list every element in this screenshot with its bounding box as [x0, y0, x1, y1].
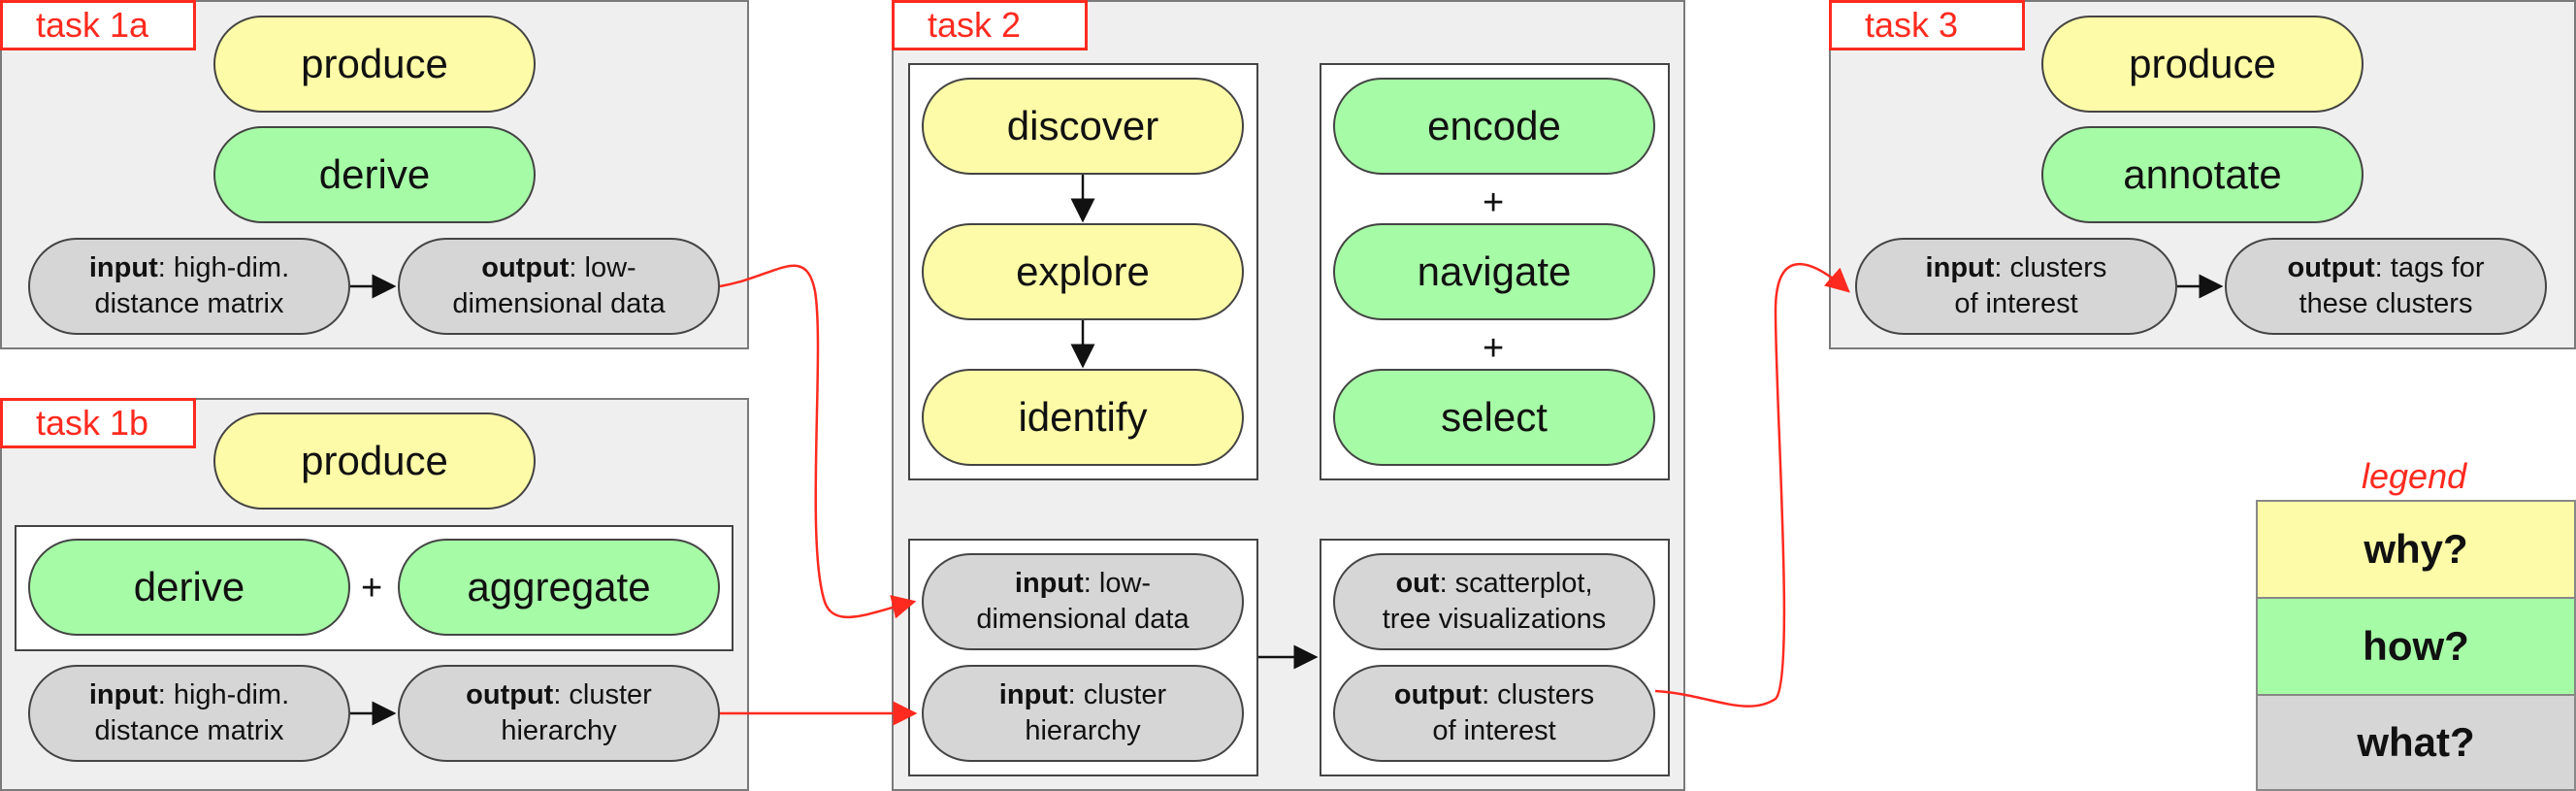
legend-title: legend [2362, 456, 2467, 496]
task-2-out-line2: tree visualizations [1382, 604, 1607, 635]
task-2-input-hierarchy: input: cluster hierarchy [922, 665, 1244, 762]
task-2-label: task 2 [892, 0, 1088, 50]
task-2-out-text: : scatterplot, [1439, 567, 1593, 599]
task-1b-label: task 1b [0, 398, 196, 448]
task-2-input-lowdim: input: low-dimensional data [922, 553, 1244, 650]
task-2-output-key: output [1393, 678, 1483, 710]
task-1a-derive: derive [213, 126, 536, 223]
task-2-explore: explore [922, 223, 1244, 320]
task-1b-output-text: : cluster [553, 678, 652, 710]
task-2-out-visualizations: out: scatterplot, tree visualizations [1333, 553, 1655, 650]
task-1a-to-task-2-arrow [719, 264, 917, 619]
task-1a-input-text: : high-dim. [157, 251, 290, 283]
task-1b-output-line2: hierarchy [501, 715, 617, 746]
task-3-output: output: tags for these clusters [2225, 238, 2547, 335]
task-1a-output-key: output [481, 251, 570, 283]
task-2-output-clusters: output: clusters of interest [1333, 665, 1655, 762]
task-1a-input: input: high-dim. distance matrix [28, 238, 350, 335]
task-2-navigate: navigate [1333, 223, 1655, 320]
task-3-label: task 3 [1829, 0, 2025, 50]
task-1a-input-key: input [88, 251, 158, 283]
task-3-produce: produce [2041, 16, 2364, 113]
task-2-output-line2: of interest [1432, 715, 1556, 746]
task-1b-produce: produce [213, 412, 536, 510]
task-2-input1-line2: dimensional data [976, 604, 1190, 635]
task-1a-output-text: : low- [569, 251, 636, 283]
task-3-input-key: input [1925, 251, 1995, 283]
task-2-input2-line2: hierarchy [1025, 715, 1141, 746]
task-2-encode: encode [1333, 78, 1655, 175]
task-2-plus-1: + [1483, 182, 1505, 223]
task-1b-input: input: high-dim. distance matrix [28, 665, 350, 762]
task-2-identify: identify [922, 369, 1244, 466]
task-1b-input-text: : high-dim. [157, 678, 290, 710]
task-1b-input-key: input [88, 678, 158, 710]
task-3-output-text: : tags for [2374, 251, 2485, 283]
task-3-output-line2: these clusters [2299, 288, 2473, 319]
task-1a-output-line2: dimensional data [452, 288, 666, 319]
task-3-annotate: annotate [2041, 126, 2364, 223]
task-2-input2-key: input [998, 678, 1068, 710]
task-2-select: select [1333, 369, 1655, 466]
task-2-out-key: out [1395, 567, 1440, 599]
task-2-discover: discover [922, 78, 1244, 175]
task-2-output-text: : clusters [1482, 678, 1595, 710]
legend-how: how? [2256, 597, 2576, 696]
legend-what: what? [2256, 694, 2576, 791]
task-1b-output-key: output [466, 678, 554, 710]
task-2-input1-text: : low- [1083, 567, 1152, 599]
task-2-input2-text: : cluster [1067, 678, 1167, 710]
task-1a-output: output: low-dimensional data [398, 238, 720, 335]
task-3-input-line2: of interest [1954, 288, 2078, 319]
task-1b-aggregate: aggregate [398, 539, 720, 636]
task-1a-produce: produce [213, 16, 536, 113]
task-3-output-key: output [2287, 251, 2375, 283]
task-2-plus-2: + [1483, 328, 1505, 369]
task-2-input1-key: input [1014, 567, 1084, 599]
task-1b-derive: derive [28, 539, 350, 636]
task-1a-input-line2: distance matrix [94, 288, 284, 319]
task-3-input-text: : clusters [1994, 251, 2107, 283]
legend-why: why? [2256, 500, 2576, 599]
task-1b-plus: + [361, 568, 383, 609]
task-1b-input-line2: distance matrix [94, 715, 284, 746]
task-3-input: input: clusters of interest [1855, 238, 2177, 335]
task-1a-label: task 1a [0, 0, 196, 50]
task-1b-output: output: cluster hierarchy [398, 665, 720, 762]
